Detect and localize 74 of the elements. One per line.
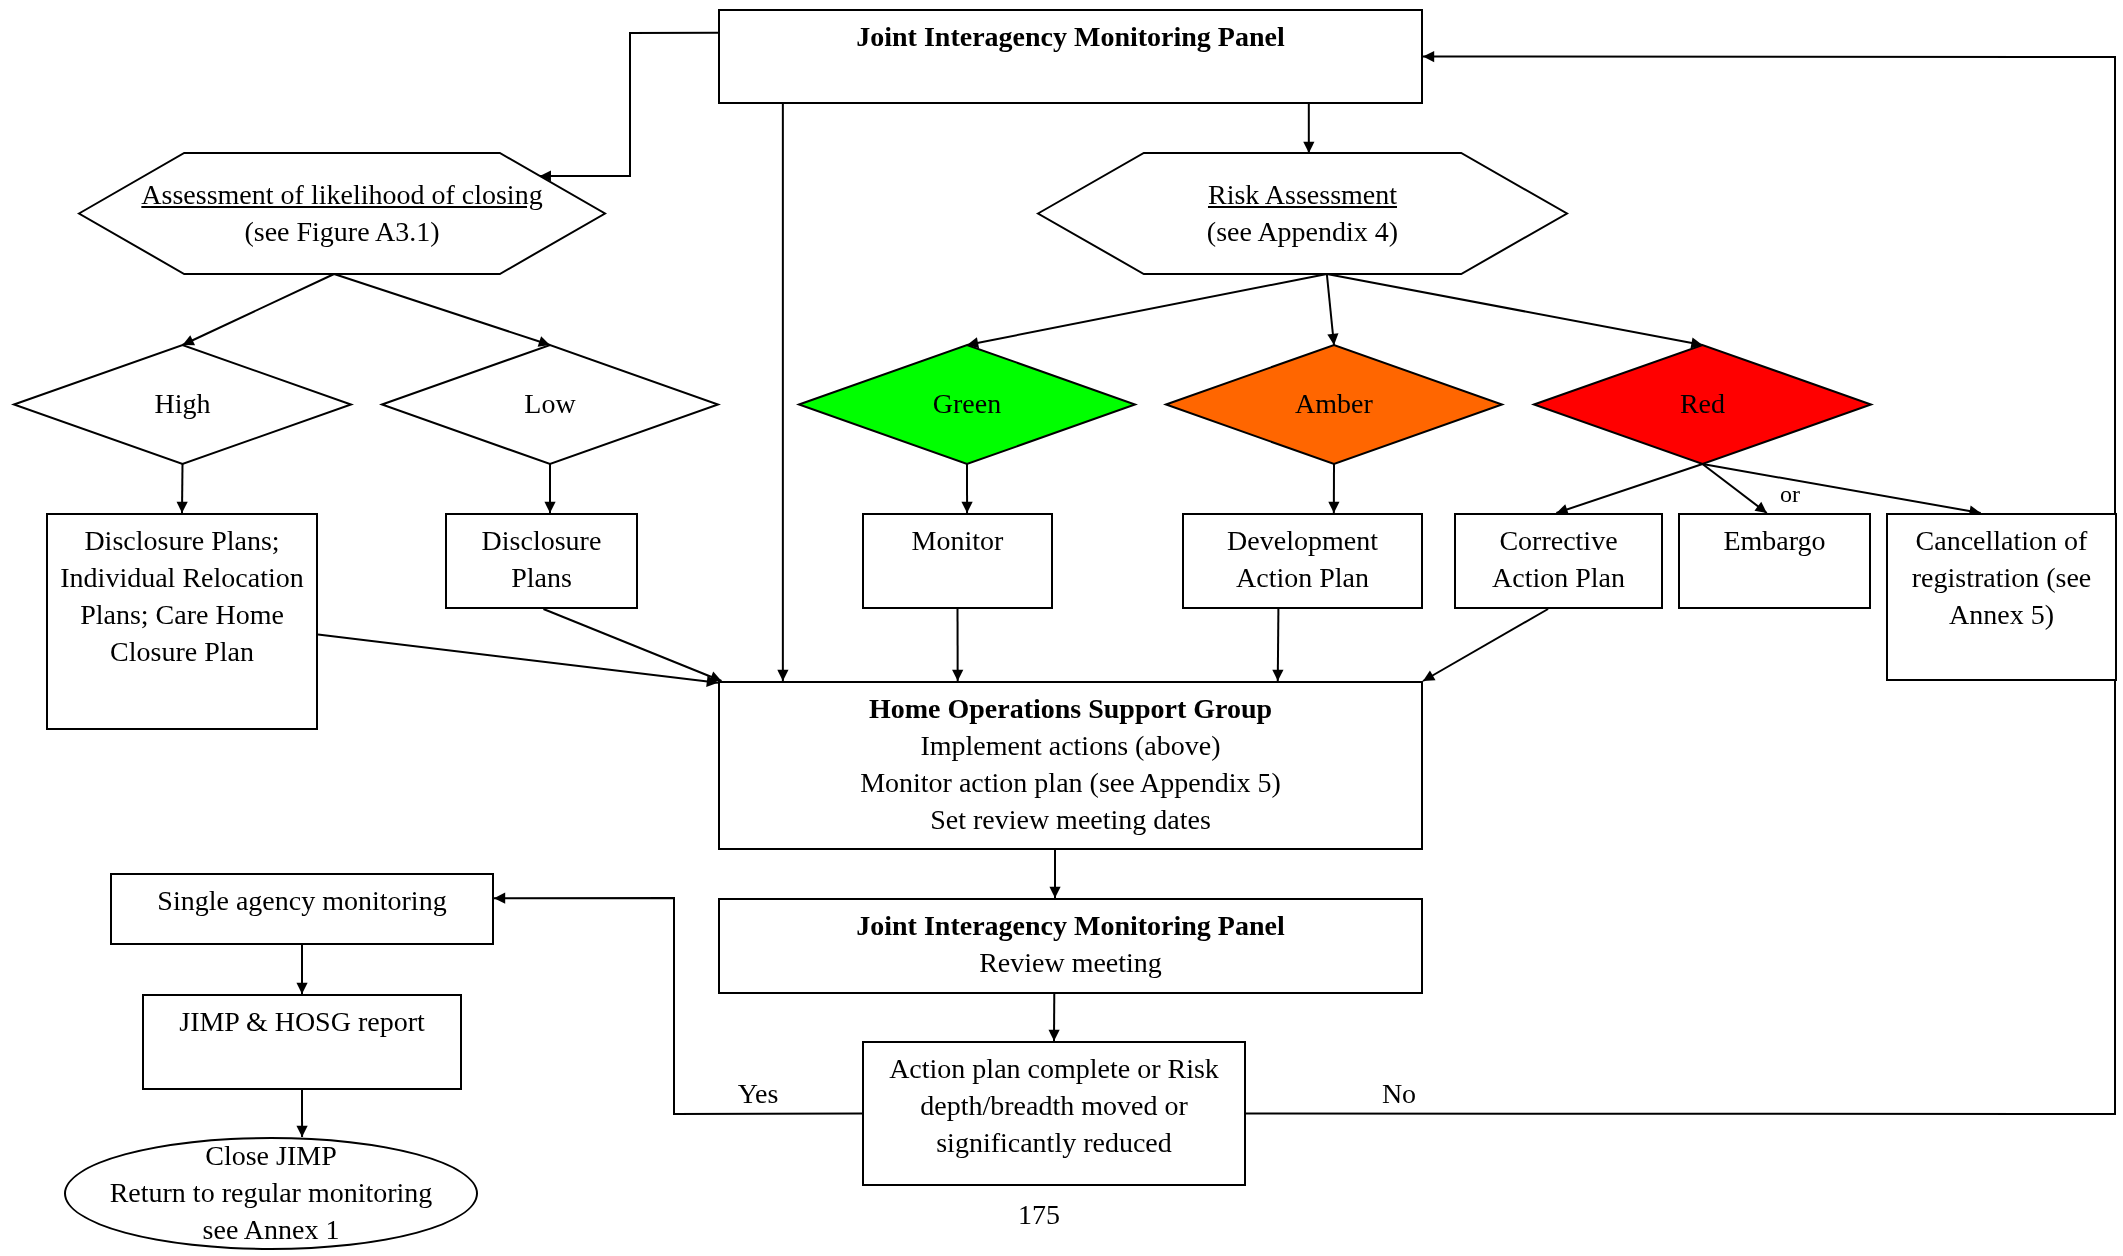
node-text: Joint Interagency Monitoring Panel <box>856 20 1285 54</box>
arrow <box>1272 608 1284 682</box>
arrow <box>296 1089 308 1138</box>
process-box <box>718 681 1423 850</box>
node-text: Disclosure Plans; Individual Relocation Plans; Care Home Closure Plan <box>59 524 305 669</box>
arrow <box>1328 463 1340 514</box>
node-text: Cancellation of registration (see Annex 5) <box>1910 524 2093 632</box>
process-box <box>1454 513 1663 609</box>
process-box <box>1886 513 2117 681</box>
node-text: Set review meeting dates <box>930 802 1211 837</box>
arrow <box>1048 993 1060 1042</box>
arrow <box>1303 103 1315 154</box>
node-text: (see Figure A3.1) <box>244 214 440 249</box>
arrow <box>952 608 964 682</box>
arrow <box>1422 608 1550 682</box>
node-text: JIMP & HOSG report <box>179 1005 425 1039</box>
arrow <box>1701 463 1768 514</box>
arrow <box>317 633 719 687</box>
process-box <box>718 9 1423 104</box>
node-text: Disclosure Plans <box>480 524 603 595</box>
arrow <box>544 463 556 514</box>
node-text: High <box>154 387 211 421</box>
preparation-hexagon <box>79 153 605 274</box>
arrow <box>542 608 723 682</box>
process-box <box>110 873 494 945</box>
arrow <box>1245 50 2116 1115</box>
node-text: Close JIMP <box>205 1139 337 1174</box>
node-text: Low <box>524 387 576 421</box>
node-text: Red <box>1679 387 1726 421</box>
node-text: Single agency monitoring <box>157 884 447 918</box>
arrow <box>493 892 863 1115</box>
page-number: 175 <box>1018 1199 1060 1231</box>
process-box <box>1678 513 1871 609</box>
node-text: Home Operations Support Group <box>868 692 1273 726</box>
edge-label: No <box>1381 1078 1417 1110</box>
node-text: Embargo <box>1723 524 1826 558</box>
arrow <box>1049 849 1061 899</box>
node-text: Corrective Action Plan <box>1491 524 1626 595</box>
arrow <box>1325 273 1339 346</box>
node-text: Development Action Plan <box>1226 524 1379 595</box>
decision-diamond <box>1534 345 1871 464</box>
arrow <box>296 944 308 995</box>
node-text: Implement actions (above) <box>920 728 1221 763</box>
node-text: see Annex 1 <box>202 1213 340 1247</box>
process-box <box>445 513 638 609</box>
node-text: Review meeting <box>979 945 1162 980</box>
arrow <box>176 463 188 514</box>
node-text: Return to regular monitoring <box>109 1176 433 1211</box>
arrow <box>181 273 336 346</box>
node-text: Action plan complete or Risk depth/breadth moved or significantly reduced <box>888 1052 1220 1160</box>
process-box <box>718 898 1423 994</box>
process-box <box>862 513 1053 609</box>
process-box <box>862 1041 1246 1186</box>
process-box <box>46 513 318 730</box>
node-text: Amber <box>1295 387 1373 421</box>
node-text: Assessment of likelihood of closing <box>141 177 543 212</box>
decision-diamond <box>382 345 718 464</box>
process-box <box>142 994 462 1090</box>
process-box <box>1182 513 1423 609</box>
preparation-hexagon <box>1038 153 1567 274</box>
arrow <box>777 103 789 682</box>
edge-label: Yes <box>737 1078 779 1110</box>
decision-diamond <box>799 345 1135 464</box>
node-text: (see Appendix 4) <box>1206 214 1399 249</box>
node-text: Monitor <box>911 524 1004 558</box>
arrow <box>961 463 973 514</box>
node-text: Risk Assessment <box>1208 177 1397 212</box>
arrow <box>1555 463 1704 515</box>
decision-diamond <box>1166 345 1502 464</box>
decision-diamond <box>14 345 351 464</box>
node-text: Joint Interagency Monitoring Panel <box>856 909 1285 943</box>
node-text: Green <box>932 387 1002 421</box>
note-label: or <box>1780 480 1800 508</box>
node-text: Monitor action plan (see Appendix 5) <box>860 765 1281 800</box>
